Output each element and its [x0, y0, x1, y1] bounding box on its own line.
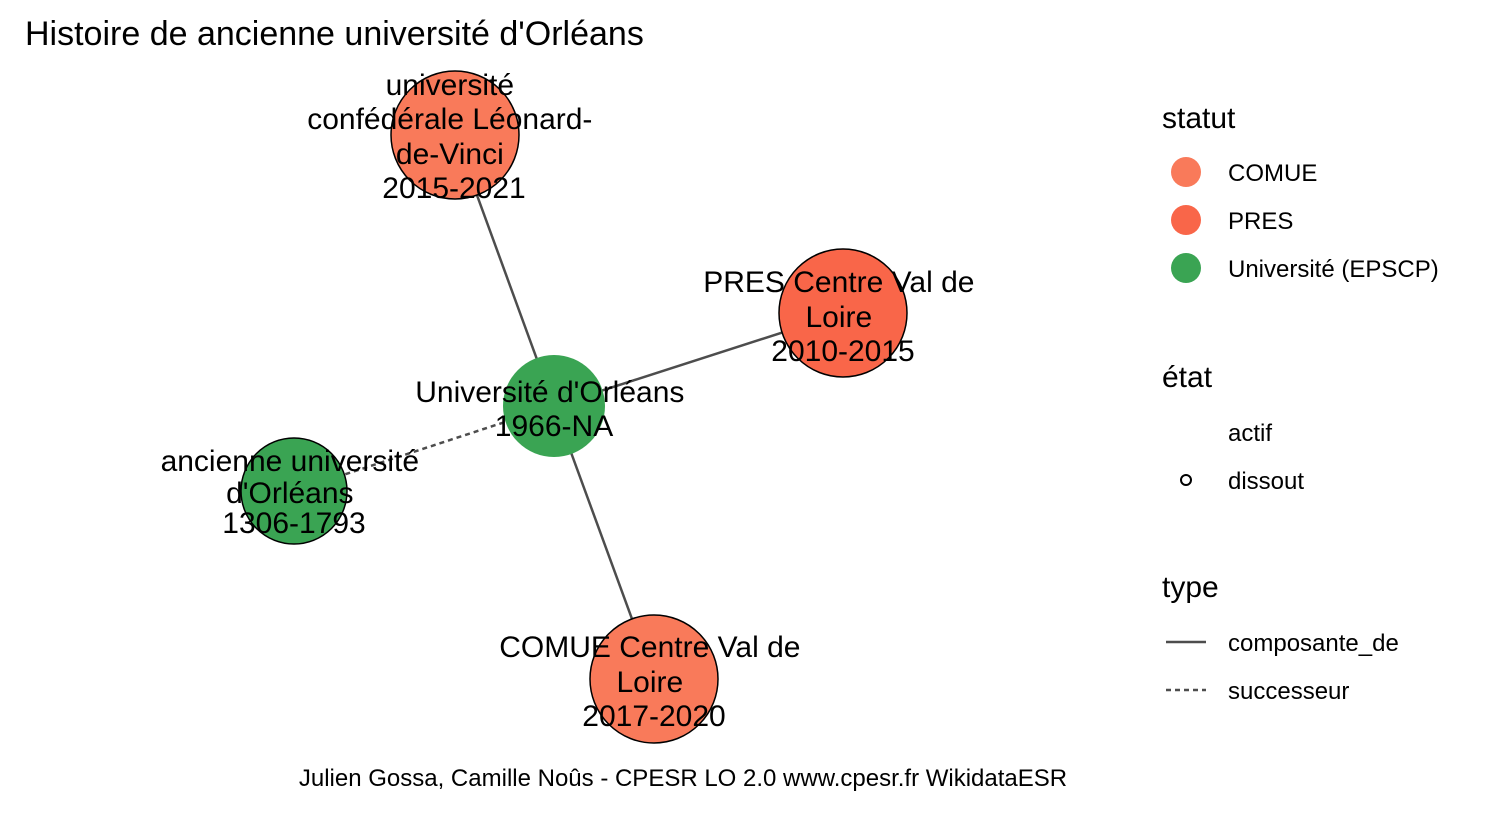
legend-etat: état actif dissout [1162, 361, 1304, 495]
legend-key-universite [1171, 253, 1201, 283]
legend-statut-title: statut [1162, 102, 1236, 135]
legend-type-title: type [1162, 571, 1219, 604]
node-orleans [503, 355, 605, 457]
node-labels: université confédérale Léonard- de-Vinci… [161, 69, 983, 733]
legend-label-successeur: successeur [1228, 678, 1349, 705]
legend-label-dissout: dissout [1228, 468, 1304, 495]
legend-type: type composante_de successeur [1162, 571, 1399, 705]
legend-etat-title: état [1162, 361, 1213, 394]
node-comue [589, 614, 719, 744]
legend-label-composante: composante_de [1228, 630, 1399, 657]
node-label-comue: COMUE Centre Val de Loire 2017-2020 [499, 631, 809, 733]
node-pres [778, 248, 908, 378]
legend-label-actif: actif [1228, 420, 1272, 447]
node-ancienne [240, 437, 348, 545]
legend-label-comue: COMUE [1228, 160, 1317, 187]
node-label-ancienne: ancienne université d'Orléans 1306-1793 [161, 445, 428, 540]
legend-label-pres: PRES [1228, 208, 1293, 235]
caption: Julien Gossa, Camille Noûs - CPESR LO 2.… [299, 765, 1067, 792]
legend-key-comue [1171, 157, 1201, 187]
legend-key-dissout [1180, 474, 1192, 486]
node-label-leonard: université confédérale Léonard- de-Vinci… [307, 69, 601, 205]
nodes [240, 70, 908, 744]
legend-statut: statut COMUE PRES Université (EPSCP) [1162, 102, 1439, 283]
graph-title: Histoire de ancienne université d'Orléan… [25, 15, 644, 53]
node-leonard [390, 70, 520, 200]
node-label-orleans: Université d'Orléans 1966-NA [415, 376, 693, 443]
node-label-pres: PRES Centre Val de Loire 2010-2015 [703, 266, 983, 368]
legend-key-pres [1171, 205, 1201, 235]
legend: statut COMUE PRES Université (EPSCP) éta… [1162, 102, 1439, 705]
legend-label-universite: Université (EPSCP) [1228, 256, 1439, 283]
